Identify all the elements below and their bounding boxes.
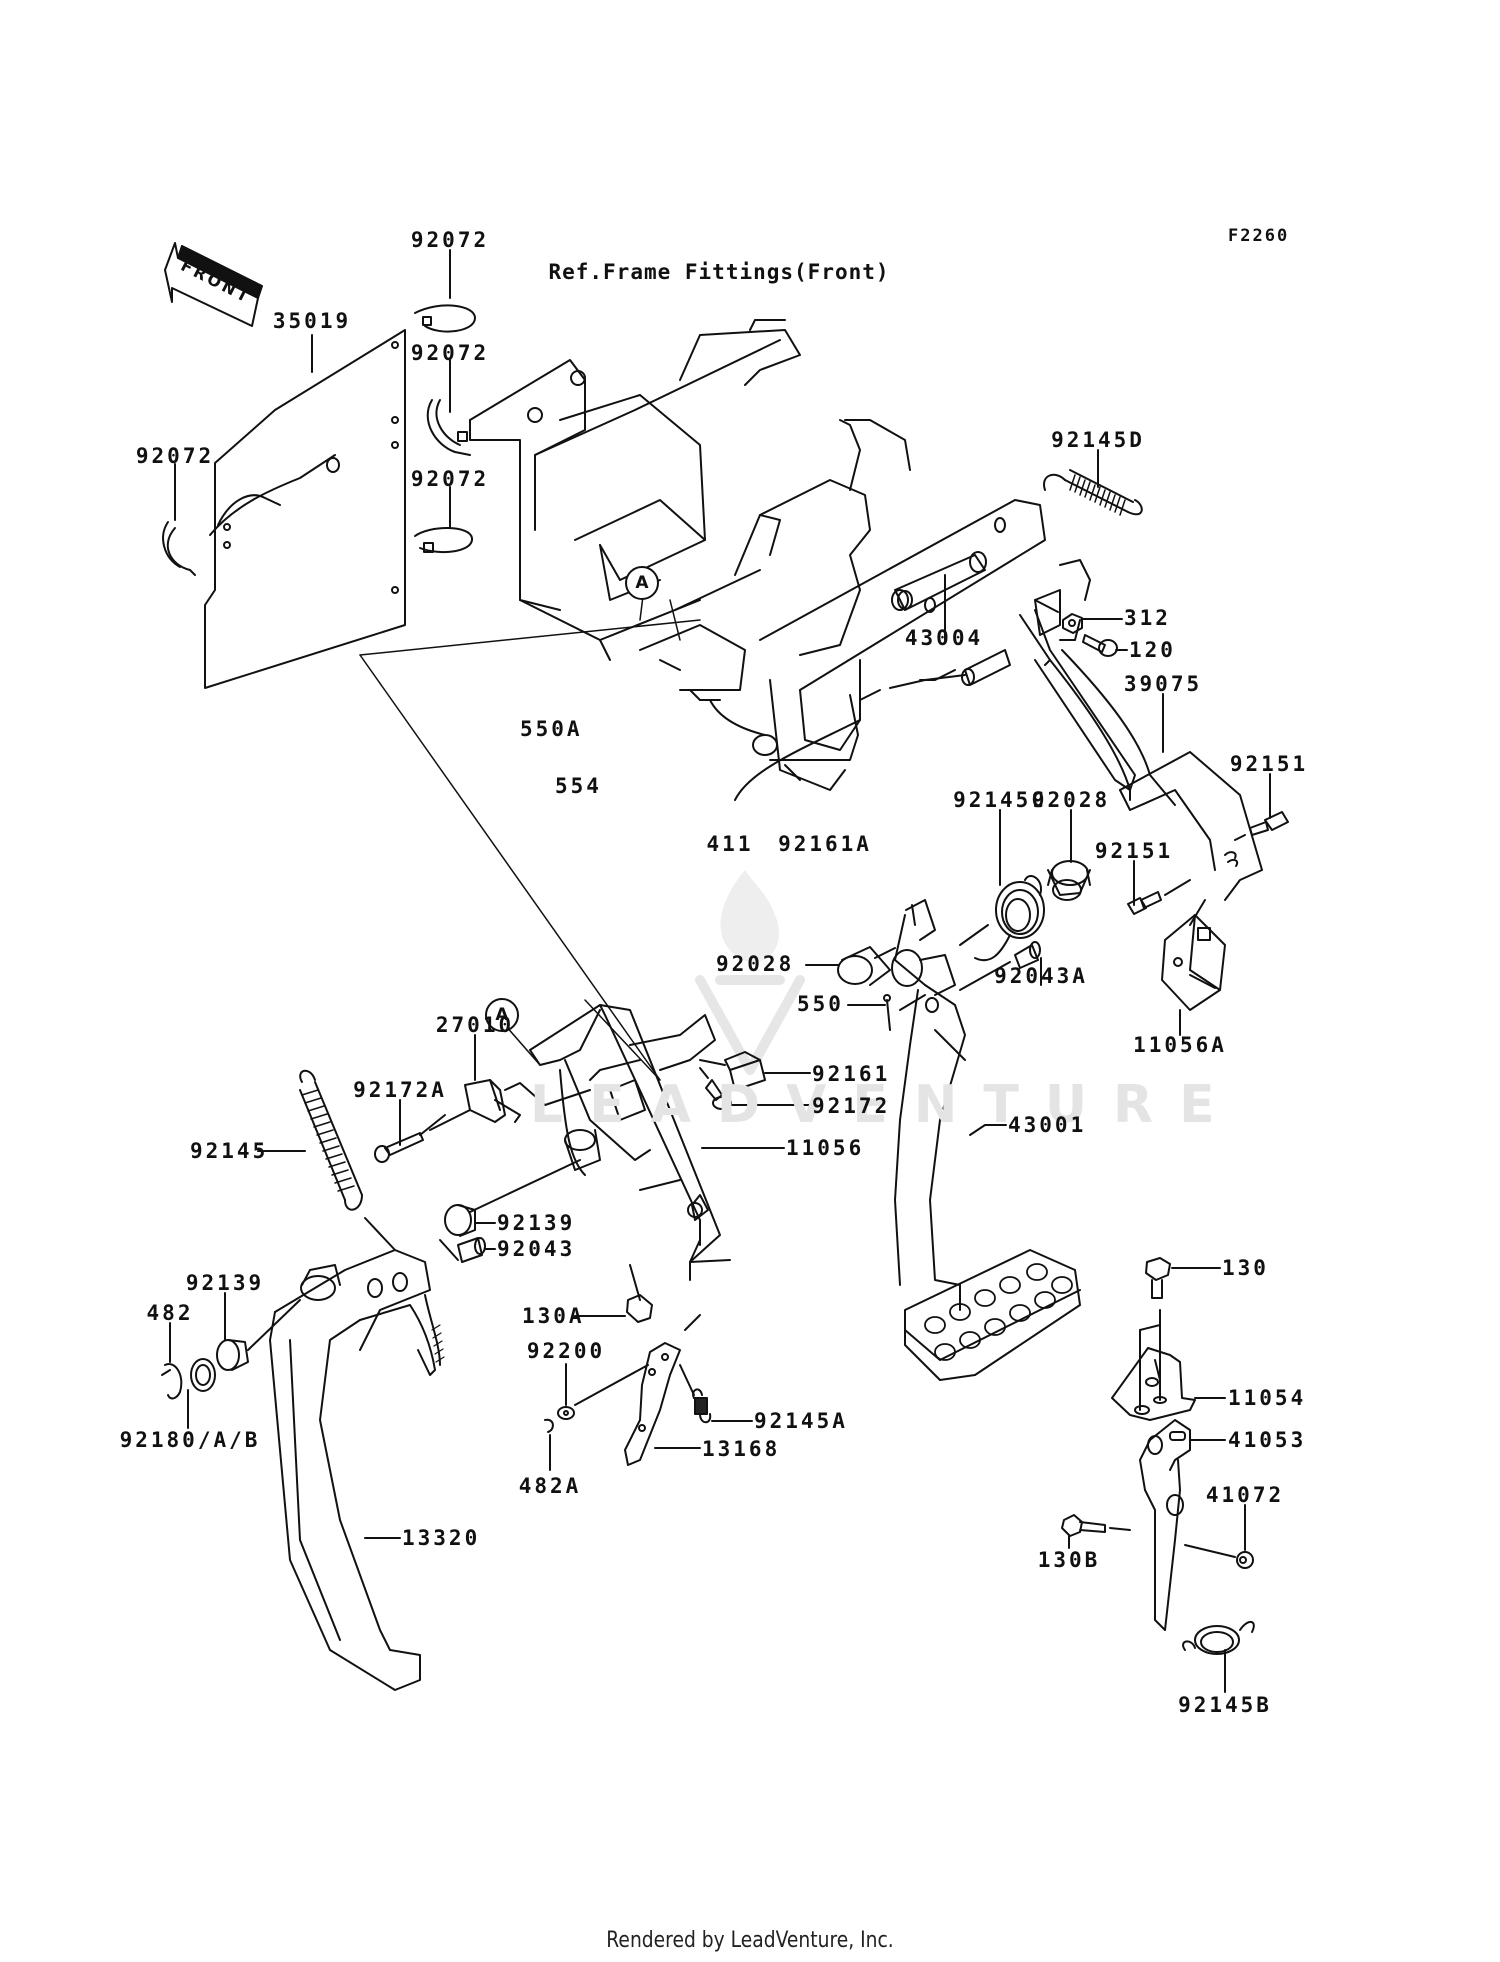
part-label-92145A[interactable]: 92145A (754, 1409, 848, 1433)
part-label-11054[interactable]: 11054 (1228, 1386, 1307, 1410)
part-label-312[interactable]: 312 (1124, 606, 1171, 630)
part-label-92151[interactable]: 92151 (1229, 752, 1309, 776)
callout-a-leaders (504, 579, 646, 1066)
part-label-92072[interactable]: 92072 (410, 228, 490, 252)
bolt-130A (574, 1264, 653, 1323)
part-label-13320[interactable]: 13320 (402, 1526, 481, 1550)
part-label-92161[interactable]: 92161 (812, 1062, 891, 1086)
figure-code: F2260 (1228, 226, 1290, 246)
bolt-92151 (1234, 773, 1289, 841)
part-label-43004[interactable]: 43004 (904, 626, 984, 650)
part-label-92072[interactable]: 92072 (135, 444, 215, 468)
spring-92145 (257, 1069, 396, 1251)
callout-a-lower: A (485, 998, 519, 1032)
part-label-550A[interactable]: 550A (520, 717, 583, 741)
part-label-92145C[interactable]: 92145C (953, 788, 1047, 812)
part-label-92200[interactable]: 92200 (526, 1339, 606, 1363)
part-label-92043A[interactable]: 92043A (994, 964, 1088, 988)
nut-41072 (1184, 1504, 1254, 1569)
part-label-92028[interactable]: 92028 (716, 952, 795, 976)
nut-312 (1034, 599, 1123, 634)
assembly-leader-lines (359, 599, 701, 1081)
part-label-482[interactable]: 482 (146, 1301, 194, 1325)
part-label-11056A[interactable]: 11056A (1133, 1033, 1227, 1057)
part-label-11056[interactable]: 11056 (786, 1136, 865, 1160)
washer-92200 (557, 1363, 649, 1420)
part-label-92072[interactable]: 92072 (410, 341, 490, 365)
part-label-43001[interactable]: 43001 (1008, 1113, 1087, 1137)
lever-13168 (624, 1314, 701, 1466)
part-label-482A[interactable]: 482A (518, 1474, 582, 1498)
part-label-550[interactable]: 550 (797, 992, 844, 1016)
part-label-554[interactable]: 554 (555, 774, 602, 798)
lever-41053 (1139, 1419, 1226, 1631)
watermark-logo (695, 870, 805, 1075)
bolt-120 (1082, 634, 1128, 657)
shaft-43004 (889, 551, 1011, 689)
part-label-41053[interactable]: 41053 (1228, 1428, 1307, 1452)
part-label-92145B[interactable]: 92145B (1178, 1693, 1272, 1717)
part-label-120[interactable]: 120 (1129, 638, 1176, 662)
spring-92145A (679, 1364, 753, 1424)
spring-92145D (1043, 449, 1143, 516)
pedal-13320 (269, 1249, 445, 1691)
footer-credit: Rendered by LeadVenture, Inc. (606, 1928, 894, 1953)
bushing-92139 (444, 1159, 581, 1237)
screw-92172 (699, 1067, 811, 1110)
part-label-39075[interactable]: 39075 (1123, 672, 1203, 696)
clutch-pedal-43001 (891, 899, 1081, 1381)
part-label-13168[interactable]: 13168 (702, 1437, 781, 1461)
watermark-text: LEADVENTURE (530, 1075, 1241, 1135)
part-label-130A[interactable]: 130A (522, 1304, 585, 1328)
bolt-92151-b (1127, 860, 1191, 915)
pin-92043 (439, 1237, 496, 1263)
bracket-11056A (1161, 899, 1226, 1036)
cotter-pin-550 (847, 994, 926, 1031)
cover-panel-35019 (204, 329, 406, 689)
part-label-130[interactable]: 130 (1222, 1256, 1269, 1280)
front-direction-arrow (164, 242, 263, 327)
part-label-27010[interactable]: 27010 (435, 1013, 515, 1037)
bushing-92028 (1047, 809, 1091, 901)
part-label-92139[interactable]: 92139 (185, 1271, 265, 1295)
part-label-35019[interactable]: 35019 (272, 309, 352, 333)
reference-note: Ref.Frame Fittings(Front) (548, 260, 890, 284)
circlip-482 (161, 1322, 183, 1400)
bolt-130B (1061, 1514, 1131, 1549)
cable-tie-92072 (162, 249, 476, 576)
bushing-92028-b (805, 946, 896, 986)
part-label-92180AB[interactable]: 92180/A/B (119, 1428, 261, 1452)
washer-92180 (187, 1358, 216, 1429)
bushing-92139-b (216, 1292, 301, 1371)
part-label-92151[interactable]: 92151 (1094, 839, 1174, 863)
bracket-11056 (529, 1004, 785, 1281)
clip-482A (544, 1418, 554, 1471)
part-label-92145[interactable]: 92145 (190, 1139, 269, 1163)
part-label-92172[interactable]: 92172 (812, 1094, 891, 1118)
spring-92145B (1182, 1621, 1255, 1693)
part-label-92028[interactable]: 92028 (1031, 788, 1111, 812)
stopper-92161 (699, 1051, 811, 1091)
bolt-92172A (374, 1099, 471, 1163)
part-label-92043[interactable]: 92043 (497, 1237, 576, 1261)
part-label-92161A[interactable]: 92161A (778, 832, 872, 856)
spring-92145C (959, 809, 1045, 962)
part-label-92072[interactable]: 92072 (410, 467, 490, 491)
part-label-130B[interactable]: 130B (1037, 1548, 1101, 1572)
bracket-11054 (1111, 1324, 1226, 1421)
part-label-92139[interactable]: 92139 (497, 1211, 576, 1235)
part-label-92145D[interactable]: 92145D (1051, 428, 1145, 452)
pin-92043A (959, 941, 1042, 991)
callout-a-upper: A (625, 566, 659, 600)
part-label-92172A[interactable]: 92172A (353, 1078, 447, 1102)
part-label-41072[interactable]: 41072 (1205, 1483, 1285, 1507)
part-label-411[interactable]: 411 (706, 832, 754, 856)
